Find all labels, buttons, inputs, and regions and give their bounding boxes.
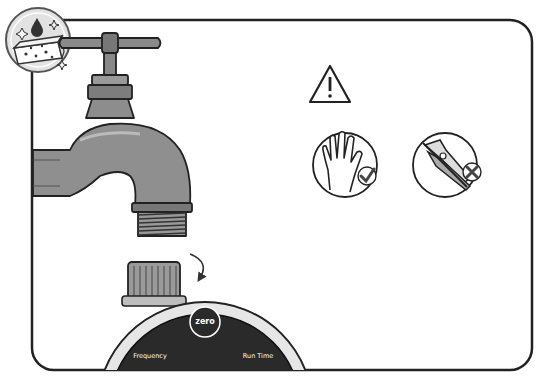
faucet: [33, 33, 192, 236]
hand-tighten-icon: [313, 132, 377, 197]
warning-symbol: [310, 66, 350, 102]
grip-ridge: [145, 266, 146, 296]
grip-ridge: [169, 266, 170, 296]
grip-ridge: [139, 266, 140, 296]
panel-frame: [32, 20, 532, 370]
turn-arrow: [190, 254, 203, 278]
brand-logo: zero: [195, 318, 215, 326]
thread-line: [138, 233, 186, 235]
dial-label: Run Time: [243, 353, 273, 360]
no-pliers-icon: [413, 133, 481, 197]
grip-ridge: [133, 266, 134, 296]
grip-ridge: [175, 266, 176, 296]
thread-line: [138, 217, 186, 219]
grip-ridge: [163, 266, 164, 296]
grip-ridge: [151, 266, 152, 296]
thread-line: [138, 221, 186, 223]
dial-label: Frequency: [133, 353, 167, 360]
grip-ridge: [157, 266, 158, 296]
thread-line: [138, 213, 186, 215]
thread-line: [138, 229, 186, 231]
timer-device: [97, 262, 313, 370]
thread-line: [138, 225, 186, 227]
